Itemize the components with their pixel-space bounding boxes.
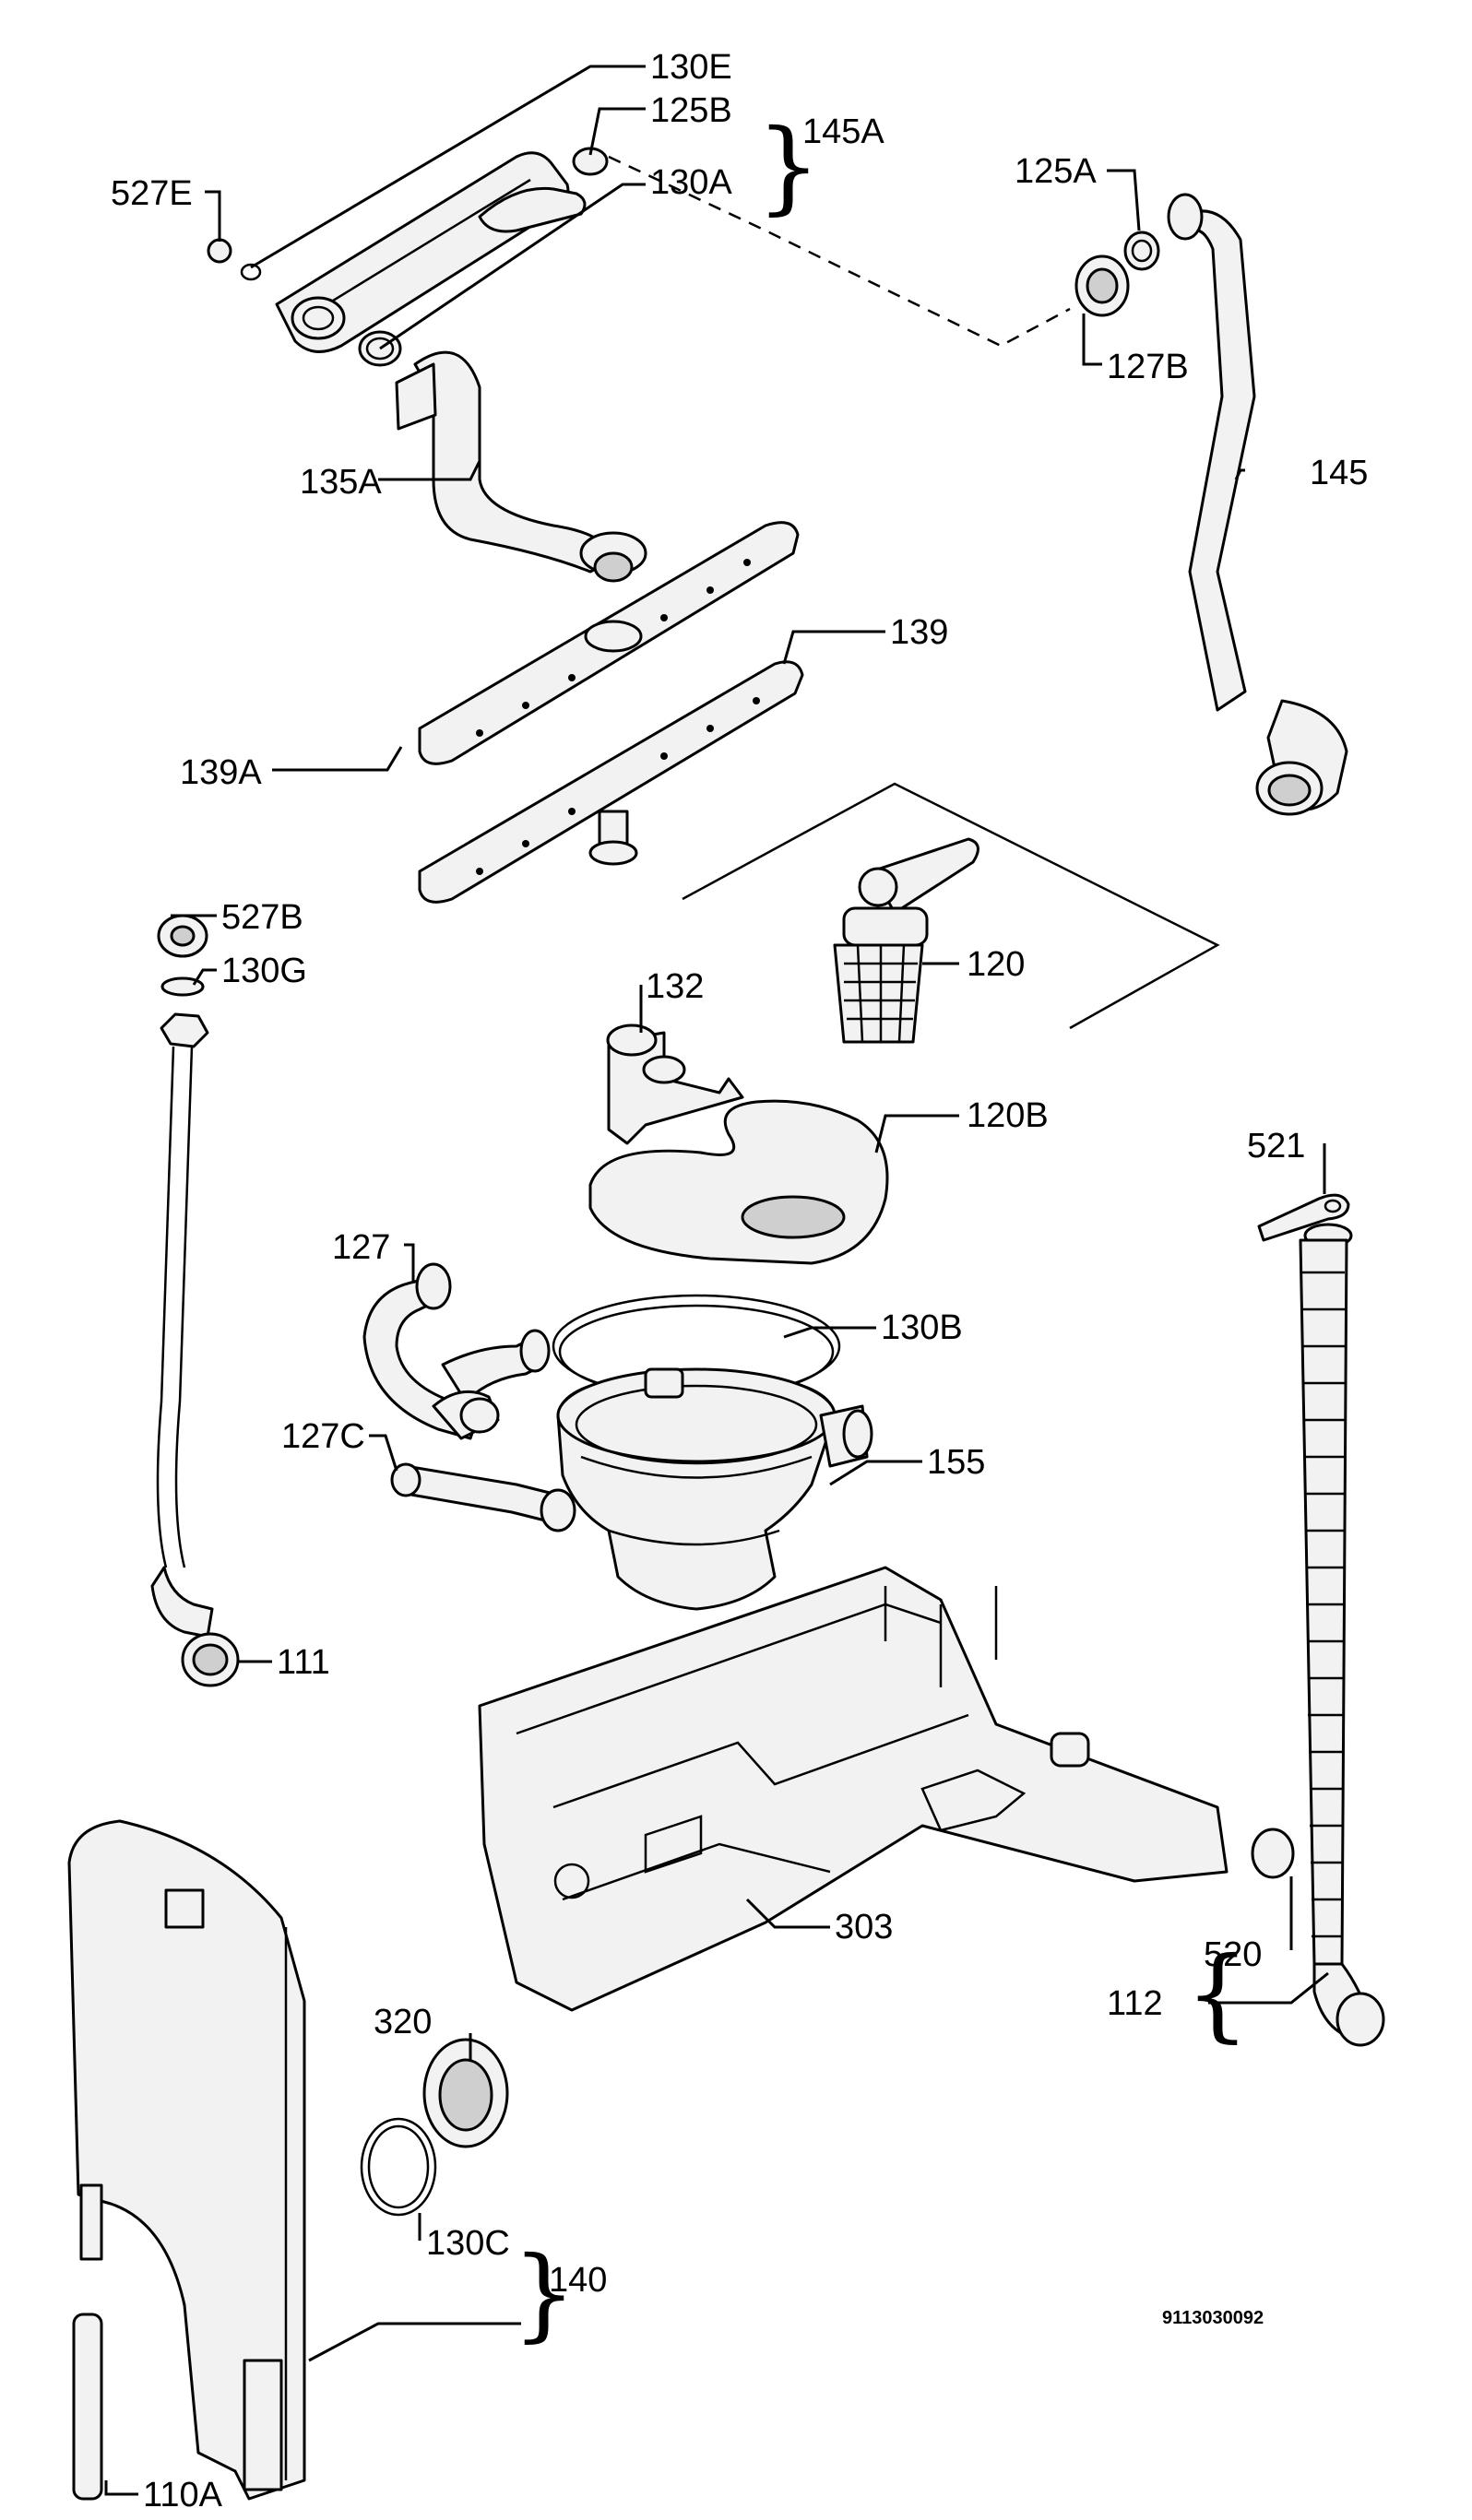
- label-132: 132: [646, 967, 704, 1006]
- drain-hose: [1251, 1193, 1385, 2047]
- leader-lines: [104, 65, 1329, 2496]
- label-145: 145: [1310, 454, 1368, 492]
- container-140: [67, 1819, 306, 2501]
- spray-holes: [476, 559, 760, 875]
- connection-pipes: [362, 1262, 576, 1532]
- label-130e: 130E: [650, 48, 732, 87]
- label-139: 139: [890, 613, 948, 652]
- brace-112: {: [1185, 1934, 1250, 2053]
- fine-filter-plate: [588, 1099, 889, 1265]
- label-130b: 130B: [881, 1308, 963, 1347]
- base-tray: [478, 1566, 1229, 2012]
- label-130c: 130C: [426, 2224, 510, 2263]
- document-number: 9113030092: [1162, 2308, 1264, 2328]
- label-127b: 127B: [1107, 348, 1189, 386]
- label-130g: 130G: [221, 952, 307, 990]
- part-labels: 130E 125B 145A 130A 527E 125A 127B 145 1…: [111, 48, 1368, 2514]
- label-112: 112: [1107, 1984, 1163, 2023]
- seal-rings: [360, 2038, 509, 2217]
- label-120b: 120B: [967, 1096, 1049, 1135]
- label-303: 303: [835, 1908, 893, 1946]
- label-520: 520: [1204, 1935, 1262, 1974]
- hose-connector: [1074, 231, 1160, 317]
- sump-housing: [552, 1294, 873, 1611]
- label-120: 120: [967, 945, 1025, 984]
- label-145a: 145A: [802, 112, 884, 151]
- label-135a: 135A: [300, 463, 382, 502]
- label-320: 320: [374, 2003, 432, 2041]
- feed-pipe: [395, 350, 647, 583]
- label-140: 140: [549, 2261, 607, 2300]
- label-527e: 527E: [111, 174, 193, 213]
- label-527b: 527B: [221, 898, 303, 937]
- label-111: 111: [277, 1643, 330, 1682]
- label-155: 155: [927, 1443, 985, 1482]
- label-110a: 110A: [143, 2476, 223, 2514]
- label-127c: 127C: [281, 1417, 365, 1456]
- assembly-guide-line: [608, 155, 1071, 348]
- label-127: 127: [332, 1228, 390, 1267]
- label-130a: 130A: [650, 163, 732, 202]
- valve-part: [606, 1023, 744, 1145]
- brace-140: }: [512, 2234, 576, 2352]
- label-521: 521: [1247, 1127, 1305, 1165]
- label-125a: 125A: [1015, 152, 1097, 191]
- brace-145a: }: [756, 107, 821, 225]
- circulation-hose: [1167, 193, 1348, 816]
- coarse-filter: [833, 837, 979, 1044]
- label-125b: 125B: [650, 91, 732, 130]
- filter-frame: [682, 782, 1220, 1030]
- label-139a: 139A: [180, 753, 262, 792]
- drain-tube: [150, 914, 240, 1687]
